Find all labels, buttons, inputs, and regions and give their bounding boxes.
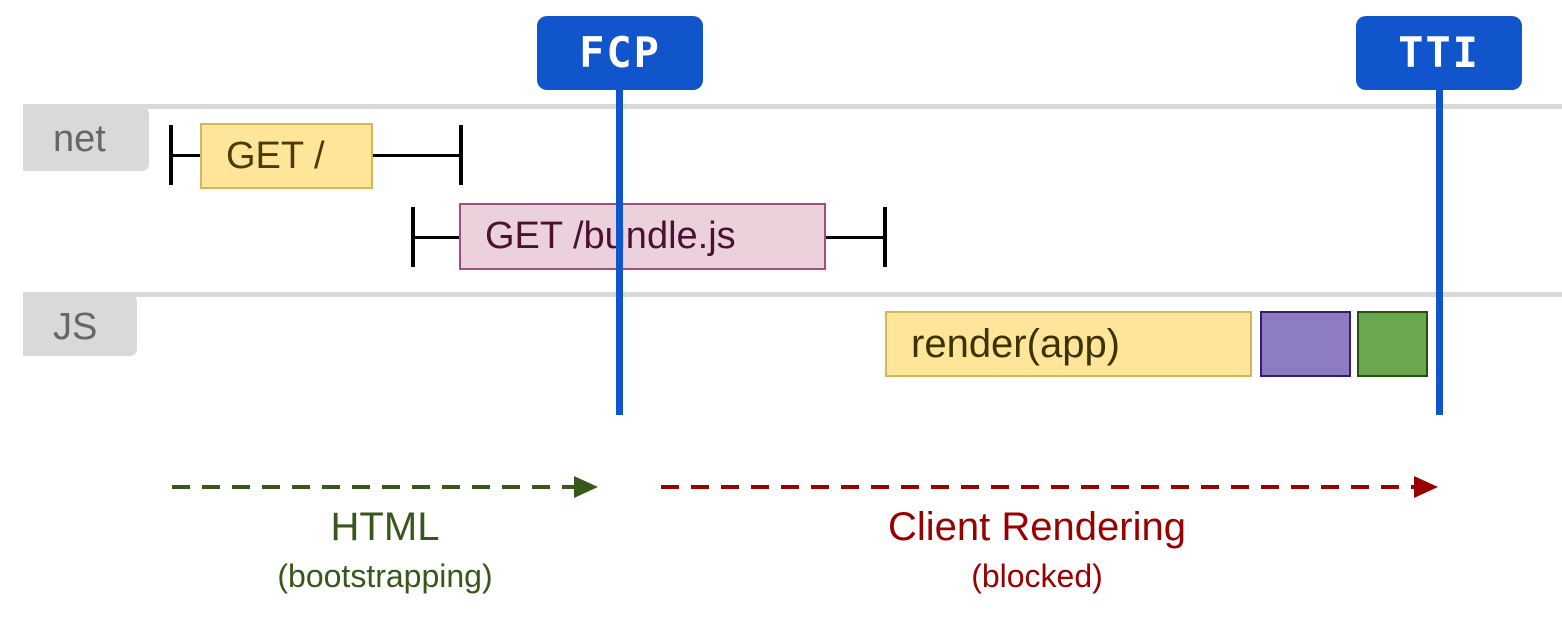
get-bundle-whisker-right [825, 236, 885, 239]
fcp-marker-line [616, 80, 623, 415]
render-app-task: render(app) [885, 311, 1252, 377]
client-phase-arrow [661, 476, 1438, 498]
fcp-marker-badge: FCP [537, 16, 703, 90]
client-phase-title: Client Rendering [888, 505, 1186, 549]
tti-marker-line [1436, 80, 1443, 415]
html-phase-arrow [172, 476, 598, 498]
purple-task-block [1260, 311, 1351, 377]
net-lane-rule [23, 104, 1562, 109]
js-lane-label: JS [23, 295, 137, 356]
net-lane-label: net [23, 107, 149, 171]
green-task-block [1357, 311, 1428, 377]
get-bundle-whisker-left [413, 236, 460, 239]
client-phase-subtitle: (blocked) [971, 558, 1103, 594]
render-app-label: render(app) [911, 322, 1121, 366]
get-root-request: GET / [200, 123, 373, 189]
tti-marker-badge: TTI [1356, 16, 1522, 90]
js-lane-rule [23, 292, 1562, 297]
get-root-whisker-right [372, 154, 461, 157]
html-phase-subtitle: (bootstrapping) [277, 558, 493, 594]
get-bundle-request: GET /bundle.js [459, 203, 826, 270]
get-root-end-cap [459, 125, 463, 185]
get-bundle-end-cap [883, 207, 887, 267]
html-phase-title: HTML [330, 505, 440, 549]
get-root-whisker-left [171, 154, 201, 157]
